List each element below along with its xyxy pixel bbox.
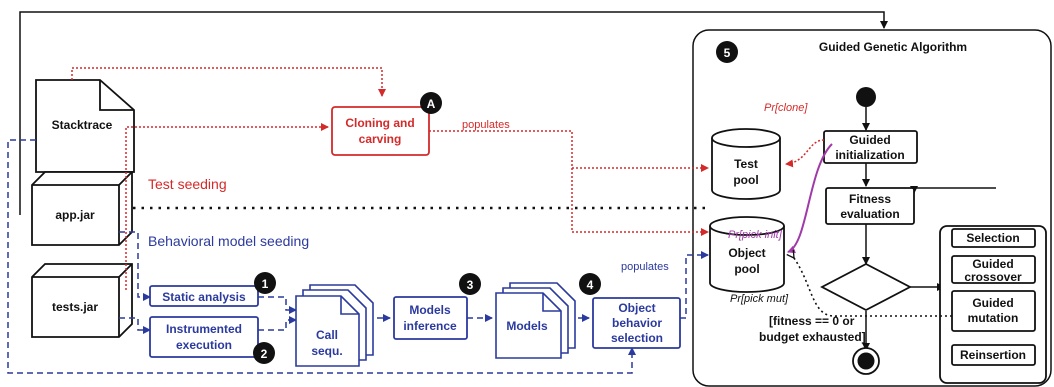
red-connectors — [71, 67, 709, 290]
static-analysis-box: Static analysis — [149, 285, 259, 307]
selection-label: Selection — [966, 231, 1019, 245]
badge-4-label: 4 — [587, 278, 594, 292]
selection-box: Selection — [951, 228, 1036, 248]
stacktrace-doc: Stacktrace — [35, 79, 135, 173]
call-seq-label-1: Call — [316, 328, 338, 342]
crossover-label-1: Guided — [972, 257, 1013, 271]
pr-clone-connector — [785, 139, 825, 168]
guided-mutation-box: Guided mutation — [951, 290, 1036, 332]
populates-label-red: populates — [462, 119, 510, 131]
app-jar-label: app.jar — [55, 208, 95, 222]
decision-diamond — [820, 262, 912, 312]
fitness-label-1: Fitness — [849, 192, 891, 206]
top-feedback-arrow — [19, 11, 888, 215]
guided-init-label-1: Guided — [849, 133, 890, 147]
guided-init-label-2: initialization — [835, 148, 904, 162]
mutation-label-2: mutation — [968, 311, 1019, 325]
badge-a-label: A — [427, 97, 436, 111]
app-jar-cube: app.jar — [31, 171, 133, 246]
instrumented-label-2: execution — [176, 338, 232, 352]
badge-5 — [716, 41, 738, 63]
ga-title: Guided Genetic Algorithm — [819, 40, 967, 54]
fitness-label-2: evaluation — [840, 207, 899, 221]
object-pool-label-1: Object — [728, 246, 765, 260]
behavioral-seeding-label: Behavioral model seeding — [148, 233, 309, 249]
reinsertion-label: Reinsertion — [960, 348, 1026, 362]
models-inference-label-1: Models — [409, 303, 451, 317]
object-pool-cylinder: Object pool — [709, 216, 785, 293]
test-pool-label-1: Test — [734, 157, 758, 171]
mutation-label-1: Guided — [972, 296, 1013, 310]
pr-clone-label: Pr[clone] — [764, 102, 808, 114]
static-analysis-label: Static analysis — [162, 290, 246, 304]
initial-node — [856, 87, 876, 107]
obs-label-2: behavior — [612, 316, 662, 330]
badge-3-label: 3 — [467, 278, 474, 292]
stop-condition-2: budget exhausted] — [759, 330, 866, 344]
badge-4 — [579, 273, 601, 295]
populates-label-blue: populates — [621, 261, 669, 273]
guided-crossover-box: Guided crossover — [951, 255, 1036, 284]
badge-a — [420, 92, 442, 114]
pr-pick-init-connector — [787, 143, 833, 254]
badge-1-label: 1 — [262, 277, 269, 291]
reinsertion-box: Reinsertion — [951, 344, 1036, 366]
pr-pick-init-label: Pr[pick init] — [728, 229, 783, 241]
models-label: Models — [506, 319, 548, 333]
instrumented-execution-box: Instrumented execution — [149, 316, 259, 358]
instrumented-label-1: Instrumented — [166, 322, 242, 336]
final-node — [852, 347, 880, 375]
obs-label-1: Object — [618, 301, 655, 315]
models-inference-box: Models inference — [393, 296, 468, 340]
object-pool-label-2: pool — [734, 262, 759, 276]
badge-3 — [459, 273, 481, 295]
stop-condition-1: [fitness == 0 or — [769, 314, 855, 328]
crossover-label-2: crossover — [964, 270, 1022, 284]
badge-2 — [253, 342, 275, 364]
badge-1 — [254, 272, 276, 294]
stacktrace-label: Stacktrace — [52, 118, 113, 132]
call-seq-label-2: sequ. — [311, 344, 342, 358]
pr-pick-mut-label: Pr[pick mut] — [730, 293, 789, 305]
cloning-carving-box: Cloning and carving — [331, 106, 430, 156]
tests-jar-cube: tests.jar — [31, 263, 133, 338]
models-inference-label-2: inference — [403, 319, 457, 333]
cloning-label-2: carving — [359, 132, 402, 146]
test-pool-label-2: pool — [733, 173, 758, 187]
object-behavior-selection-box: Object behavior selection — [592, 297, 681, 349]
tests-jar-label: tests.jar — [52, 300, 98, 314]
test-pool-cylinder: Test pool — [711, 128, 781, 200]
cloning-label-1: Cloning and — [345, 116, 414, 130]
test-seeding-label: Test seeding — [148, 176, 227, 192]
call-seq-docs — [295, 284, 374, 367]
pr-pick-mut-connector — [794, 258, 952, 317]
models-docs — [495, 282, 576, 359]
guided-initialization-box: Guided initialization — [823, 130, 918, 164]
badge-5-label: 5 — [724, 46, 731, 60]
obs-label-3: selection — [611, 331, 663, 345]
fitness-evaluation-box: Fitness evaluation — [825, 187, 915, 225]
badge-2-label: 2 — [261, 347, 268, 361]
